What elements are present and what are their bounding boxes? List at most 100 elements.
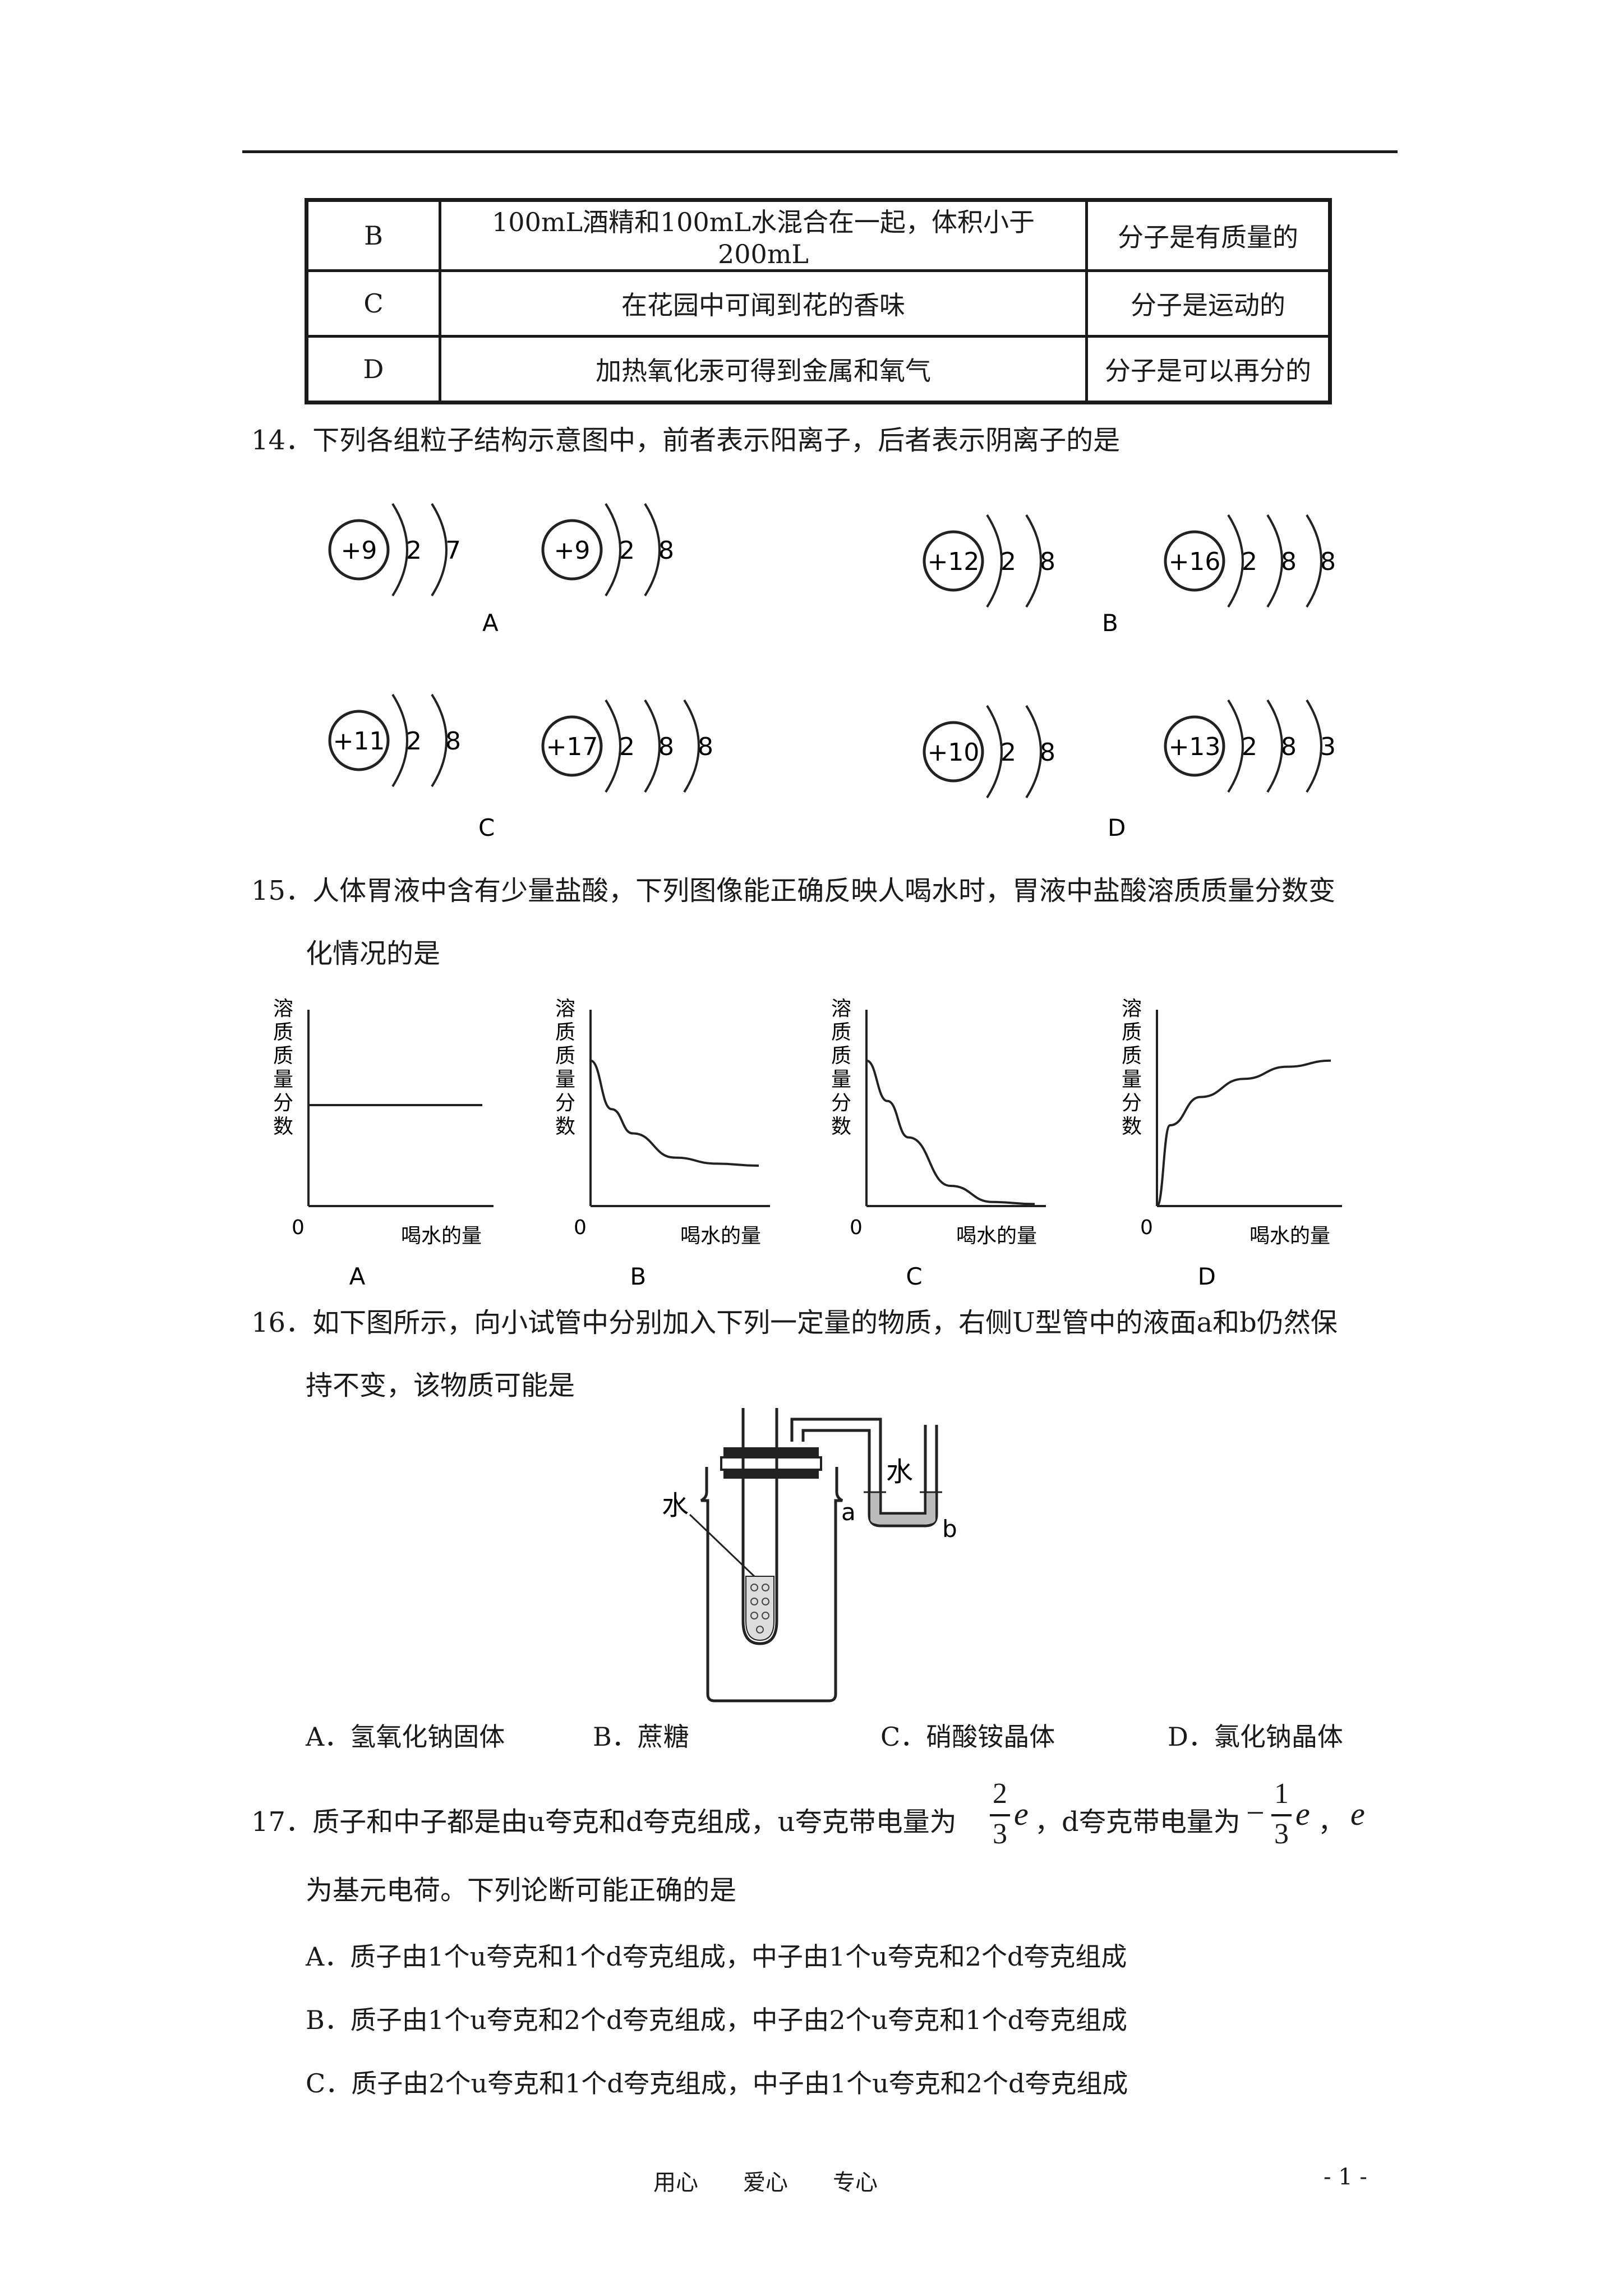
x-axis-label: 喝水的量	[680, 1225, 761, 1248]
minus-sign: −	[1246, 1795, 1265, 1831]
nucleus-circle	[541, 519, 603, 581]
q16-option-b: B．蔗糖	[593, 1722, 689, 1752]
y-axis-label-char: 溶	[555, 997, 575, 1020]
frac2-denominator: 3	[1274, 1818, 1289, 1850]
shell-electron-count: 3	[1320, 733, 1336, 761]
origin-label: 0	[1140, 1216, 1153, 1239]
q15-stem-line1: 15．人体胃液中含有少量盐酸，下列图像能正确反映人喝水时，胃液中盐酸溶质质量分数…	[251, 875, 1336, 907]
q17-option-a: A．质子由1个u夸克和1个d夸克组成，中子由1个u夸克和2个d夸克组成	[306, 1941, 1127, 1972]
electron-shell	[605, 503, 621, 597]
u-tube	[868, 1425, 938, 1527]
electron-shell	[1306, 514, 1322, 608]
charge-e-3: e	[1350, 1796, 1365, 1832]
header-rule	[242, 150, 1398, 153]
row-phenomenon: 加热氧化汞可得到金属和氧气	[439, 335, 1088, 404]
shell-electron-count: 8	[445, 727, 461, 756]
graph-option-label: D	[1198, 1263, 1216, 1290]
nucleus-charge: +16	[1169, 547, 1221, 576]
shell-electron-count: 2	[406, 727, 422, 756]
y-axis-label-char: 质	[273, 1045, 293, 1068]
electron-shell	[1227, 699, 1244, 793]
graph-option-label: B	[630, 1263, 646, 1290]
electron-shell	[1227, 514, 1244, 608]
shell-electron-count: 2	[1000, 547, 1016, 576]
y-axis-label-char: 数	[273, 1115, 293, 1138]
row-explanation: 分子是运动的	[1085, 269, 1331, 338]
charge-e-2: e	[1295, 1796, 1310, 1832]
shell-electron-count: 8	[1281, 547, 1297, 576]
q14-option-label: B	[1102, 609, 1118, 637]
electron-shell	[391, 503, 408, 597]
q14-option-label: C	[478, 814, 495, 841]
y-axis-label-char: 质	[1122, 1021, 1142, 1044]
row-letter: C	[305, 269, 441, 338]
shell-electron-count: 8	[698, 733, 713, 761]
nucleus-charge: +11	[333, 727, 385, 756]
q14-option-label: D	[1108, 814, 1126, 841]
frac2-numerator: 1	[1274, 1778, 1289, 1810]
shell-electron-count: 2	[1242, 733, 1257, 761]
x-axis-label: 喝水的量	[401, 1225, 482, 1248]
stopper-bottom	[723, 1470, 819, 1479]
water-label-left: 水	[662, 1490, 689, 1521]
data-curve	[866, 1059, 1035, 1205]
apparatus-diagram: 水 水 a b	[662, 1408, 957, 1703]
charge-e-1: e	[1014, 1796, 1029, 1832]
data-curve	[590, 1059, 759, 1167]
electron-shell	[391, 693, 408, 788]
electron-shell	[644, 503, 661, 597]
data-curve	[1156, 1059, 1331, 1207]
shell-electron-count: 8	[658, 536, 674, 565]
electron-shell	[986, 705, 1003, 799]
q16-option-d: D．氯化钠晶体	[1168, 1722, 1343, 1752]
nucleus-charge: +12	[928, 547, 980, 576]
q16-stem-line2: 持不变，该物质可能是	[306, 1370, 575, 1401]
q17-option-c: C．质子由2个u夸克和1个d夸克组成，中子由1个u夸克和2个d夸克组成	[306, 2068, 1128, 2099]
bottle	[700, 1467, 843, 1703]
frac2-bar	[1271, 1814, 1292, 1816]
shell-electron-count: 8	[1281, 733, 1297, 761]
y-axis-label-char: 数	[555, 1115, 575, 1138]
row-explanation: 分子是有质量的	[1085, 199, 1331, 272]
u-tube-water	[870, 1492, 935, 1524]
electron-shell	[986, 514, 1003, 608]
label-a: a	[841, 1498, 856, 1526]
origin-label: 0	[850, 1216, 863, 1239]
shell-electron-count: 2	[619, 733, 635, 761]
y-axis-label-char: 质	[831, 1045, 851, 1068]
nucleus-circle	[923, 721, 984, 783]
q16-option-c: C．硝酸铵晶体	[880, 1722, 1055, 1752]
nucleus-charge: +9	[554, 536, 591, 565]
connecting-tube	[790, 1418, 882, 1464]
nucleus-circle	[328, 519, 390, 581]
y-axis-label-char: 溶	[273, 997, 293, 1020]
nucleus-charge: +17	[546, 733, 598, 761]
q14-stem: 14．下列各组粒子结构示意图中，前者表示阳离子，后者表示阴离子的是	[251, 425, 1121, 456]
shell-electron-count: 8	[1040, 738, 1055, 767]
nucleus-circle	[1164, 715, 1225, 777]
y-axis-label-char: 量	[831, 1068, 851, 1091]
q16-option-a: A．氢氧化钠固体	[306, 1722, 505, 1752]
y-axis-label-char: 分	[831, 1092, 851, 1115]
electron-shell	[1266, 514, 1283, 608]
nucleus-circle	[541, 715, 603, 777]
row-phenomenon: 在花园中可闻到花的香味	[439, 269, 1088, 338]
electron-shell	[431, 693, 448, 788]
q17-stem-part3: ，	[1318, 1806, 1345, 1838]
row-explanation: 分子是可以再分的	[1085, 335, 1331, 404]
electron-shell	[1025, 514, 1042, 608]
origin-label: 0	[574, 1216, 587, 1239]
q17-option-b: B．质子由1个u夸克和2个d夸克组成，中子由2个u夸克和1个d夸克组成	[306, 2005, 1128, 2035]
shell-electron-count: 8	[658, 733, 674, 761]
y-axis-label-char: 数	[1122, 1115, 1142, 1138]
